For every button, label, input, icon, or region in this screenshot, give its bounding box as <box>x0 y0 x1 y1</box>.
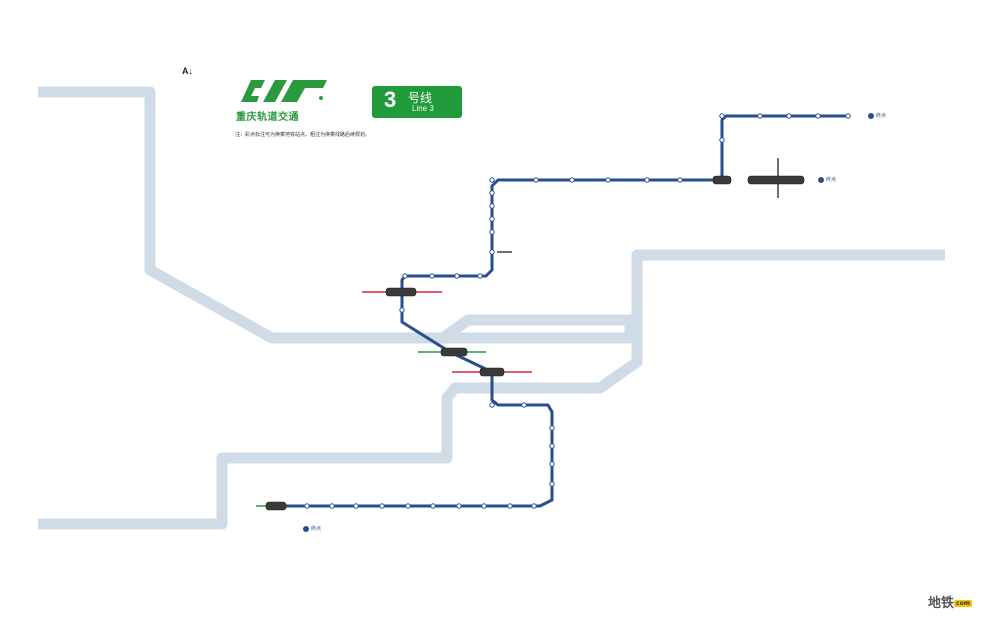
transfer-station-box[interactable] <box>440 347 468 357</box>
station-dot[interactable] <box>719 113 725 119</box>
station-dot[interactable] <box>757 113 763 119</box>
station-dot[interactable] <box>489 229 495 235</box>
station-dot[interactable] <box>454 273 460 279</box>
terminal-south: 终点 <box>303 525 321 532</box>
cqrt-logo-icon <box>241 80 327 102</box>
line-badge: 3 号线 Line 3 <box>372 86 462 118</box>
station-dot[interactable] <box>549 443 555 449</box>
station-dot[interactable] <box>549 425 555 431</box>
station-dot[interactable] <box>489 216 495 222</box>
station-dot[interactable] <box>845 113 851 119</box>
line-number: 3 <box>384 87 397 112</box>
station-layer <box>304 113 851 509</box>
terminal-dot-icon <box>303 525 309 532</box>
station-dot[interactable] <box>489 190 495 196</box>
transfer-station-box[interactable] <box>479 367 505 377</box>
line-label-zh: 号线 <box>408 91 433 105</box>
station-dot[interactable] <box>549 481 555 487</box>
station-dot[interactable] <box>605 177 611 183</box>
north-arrow: A↓ <box>182 66 193 76</box>
station-dot[interactable] <box>531 503 537 509</box>
line-label-en: Line 3 <box>412 104 434 113</box>
station-dot[interactable] <box>329 503 335 509</box>
station-dot[interactable] <box>644 177 650 183</box>
station-dot[interactable] <box>489 203 495 209</box>
river-layer <box>38 86 945 530</box>
station-dot[interactable] <box>549 461 555 467</box>
station-dot[interactable] <box>719 137 725 143</box>
station-dot[interactable] <box>379 503 385 509</box>
transfer-stations <box>265 175 805 511</box>
station-dot[interactable] <box>521 402 527 408</box>
terminal-dot-icon <box>868 112 874 119</box>
station-dot[interactable] <box>402 273 408 279</box>
transfer-station-box[interactable] <box>385 287 417 297</box>
station-dot[interactable] <box>489 177 495 183</box>
station-dot[interactable] <box>399 307 405 313</box>
station-dot[interactable] <box>533 177 539 183</box>
logo-wordmark: 重庆轨道交通 <box>236 112 299 123</box>
transfer-station-box[interactable] <box>747 175 805 185</box>
station-dot[interactable] <box>569 177 575 183</box>
terminal-north: 终点 <box>868 112 886 119</box>
station-dot[interactable] <box>489 249 495 255</box>
station-dot[interactable] <box>507 503 513 509</box>
transfer-station-box[interactable] <box>712 175 732 185</box>
yangtze-river <box>38 249 945 530</box>
terminal-east: 终点 <box>818 176 836 183</box>
station-dot[interactable] <box>477 273 483 279</box>
jialing-river <box>38 86 636 345</box>
station-dot[interactable] <box>815 113 821 119</box>
station-dot[interactable] <box>353 503 359 509</box>
station-dot[interactable] <box>430 503 436 509</box>
station-dot[interactable] <box>677 177 683 183</box>
station-dot[interactable] <box>304 503 310 509</box>
station-dot[interactable] <box>405 503 411 509</box>
station-dot[interactable] <box>429 273 435 279</box>
station-dot[interactable] <box>489 402 495 408</box>
line-3-route <box>276 114 848 508</box>
station-dot[interactable] <box>481 503 487 509</box>
station-dot[interactable] <box>786 113 792 119</box>
station-dot[interactable] <box>456 503 462 509</box>
transfer-station-box[interactable] <box>265 501 287 511</box>
terminal-dot-icon <box>818 176 824 183</box>
map-note: 注：彩点标注可为换乘地铁站点，粗注为换乘线路后续规划。 <box>235 132 371 138</box>
